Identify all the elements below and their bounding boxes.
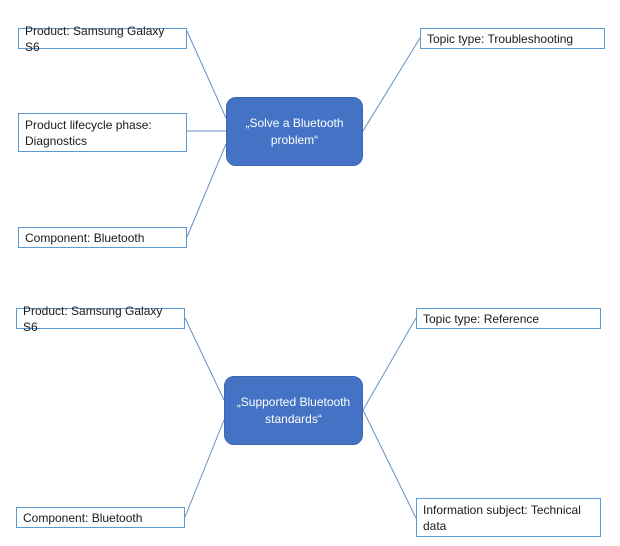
d1-topic-label: „Solve a Bluetooth problem“ [245,115,344,147]
connector-d1-topic-type [362,37,421,132]
d2-component-label: Component: Bluetooth [23,510,143,525]
connector-d2-topic-type [362,317,417,411]
connector-d2-information-subject [362,409,417,519]
d2-information-subject-label: Information subject: Technical data [423,502,581,533]
d2-topic-node: „Supported Bluetooth standards“ [224,376,363,445]
d2-product-label: Product: Samsung Galaxy S6 [23,303,163,334]
d1-lifecycle-label: Product lifecycle phase: Diagnostics [25,117,152,148]
d2-topic-label: „Supported Bluetooth standards“ [236,394,351,426]
connector-d1-product [186,30,227,119]
connector-d2-component [184,419,225,518]
d2-product-box: Product: Samsung Galaxy S6 [16,304,185,334]
d1-lifecycle-box: Product lifecycle phase: Diagnostics [18,113,187,152]
d1-topic-type-box: Topic type: Troubleshooting [420,28,605,49]
connector-d2-product [184,317,225,401]
d1-product-box: Product: Samsung Galaxy S6 [18,24,187,54]
d2-topic-type-box: Topic type: Reference [416,308,601,329]
d2-component-box: Component: Bluetooth [16,507,185,528]
d1-product-label: Product: Samsung Galaxy S6 [25,23,165,54]
d1-topic-type-label: Topic type: Troubleshooting [427,31,574,46]
connector-d1-component [186,143,227,238]
d1-component-label: Component: Bluetooth [25,230,145,245]
d2-information-subject-box: Information subject: Technical data [416,498,601,537]
d1-component-box: Component: Bluetooth [18,227,187,248]
d1-topic-node: „Solve a Bluetooth problem“ [226,97,363,166]
d2-topic-type-label: Topic type: Reference [423,311,540,326]
